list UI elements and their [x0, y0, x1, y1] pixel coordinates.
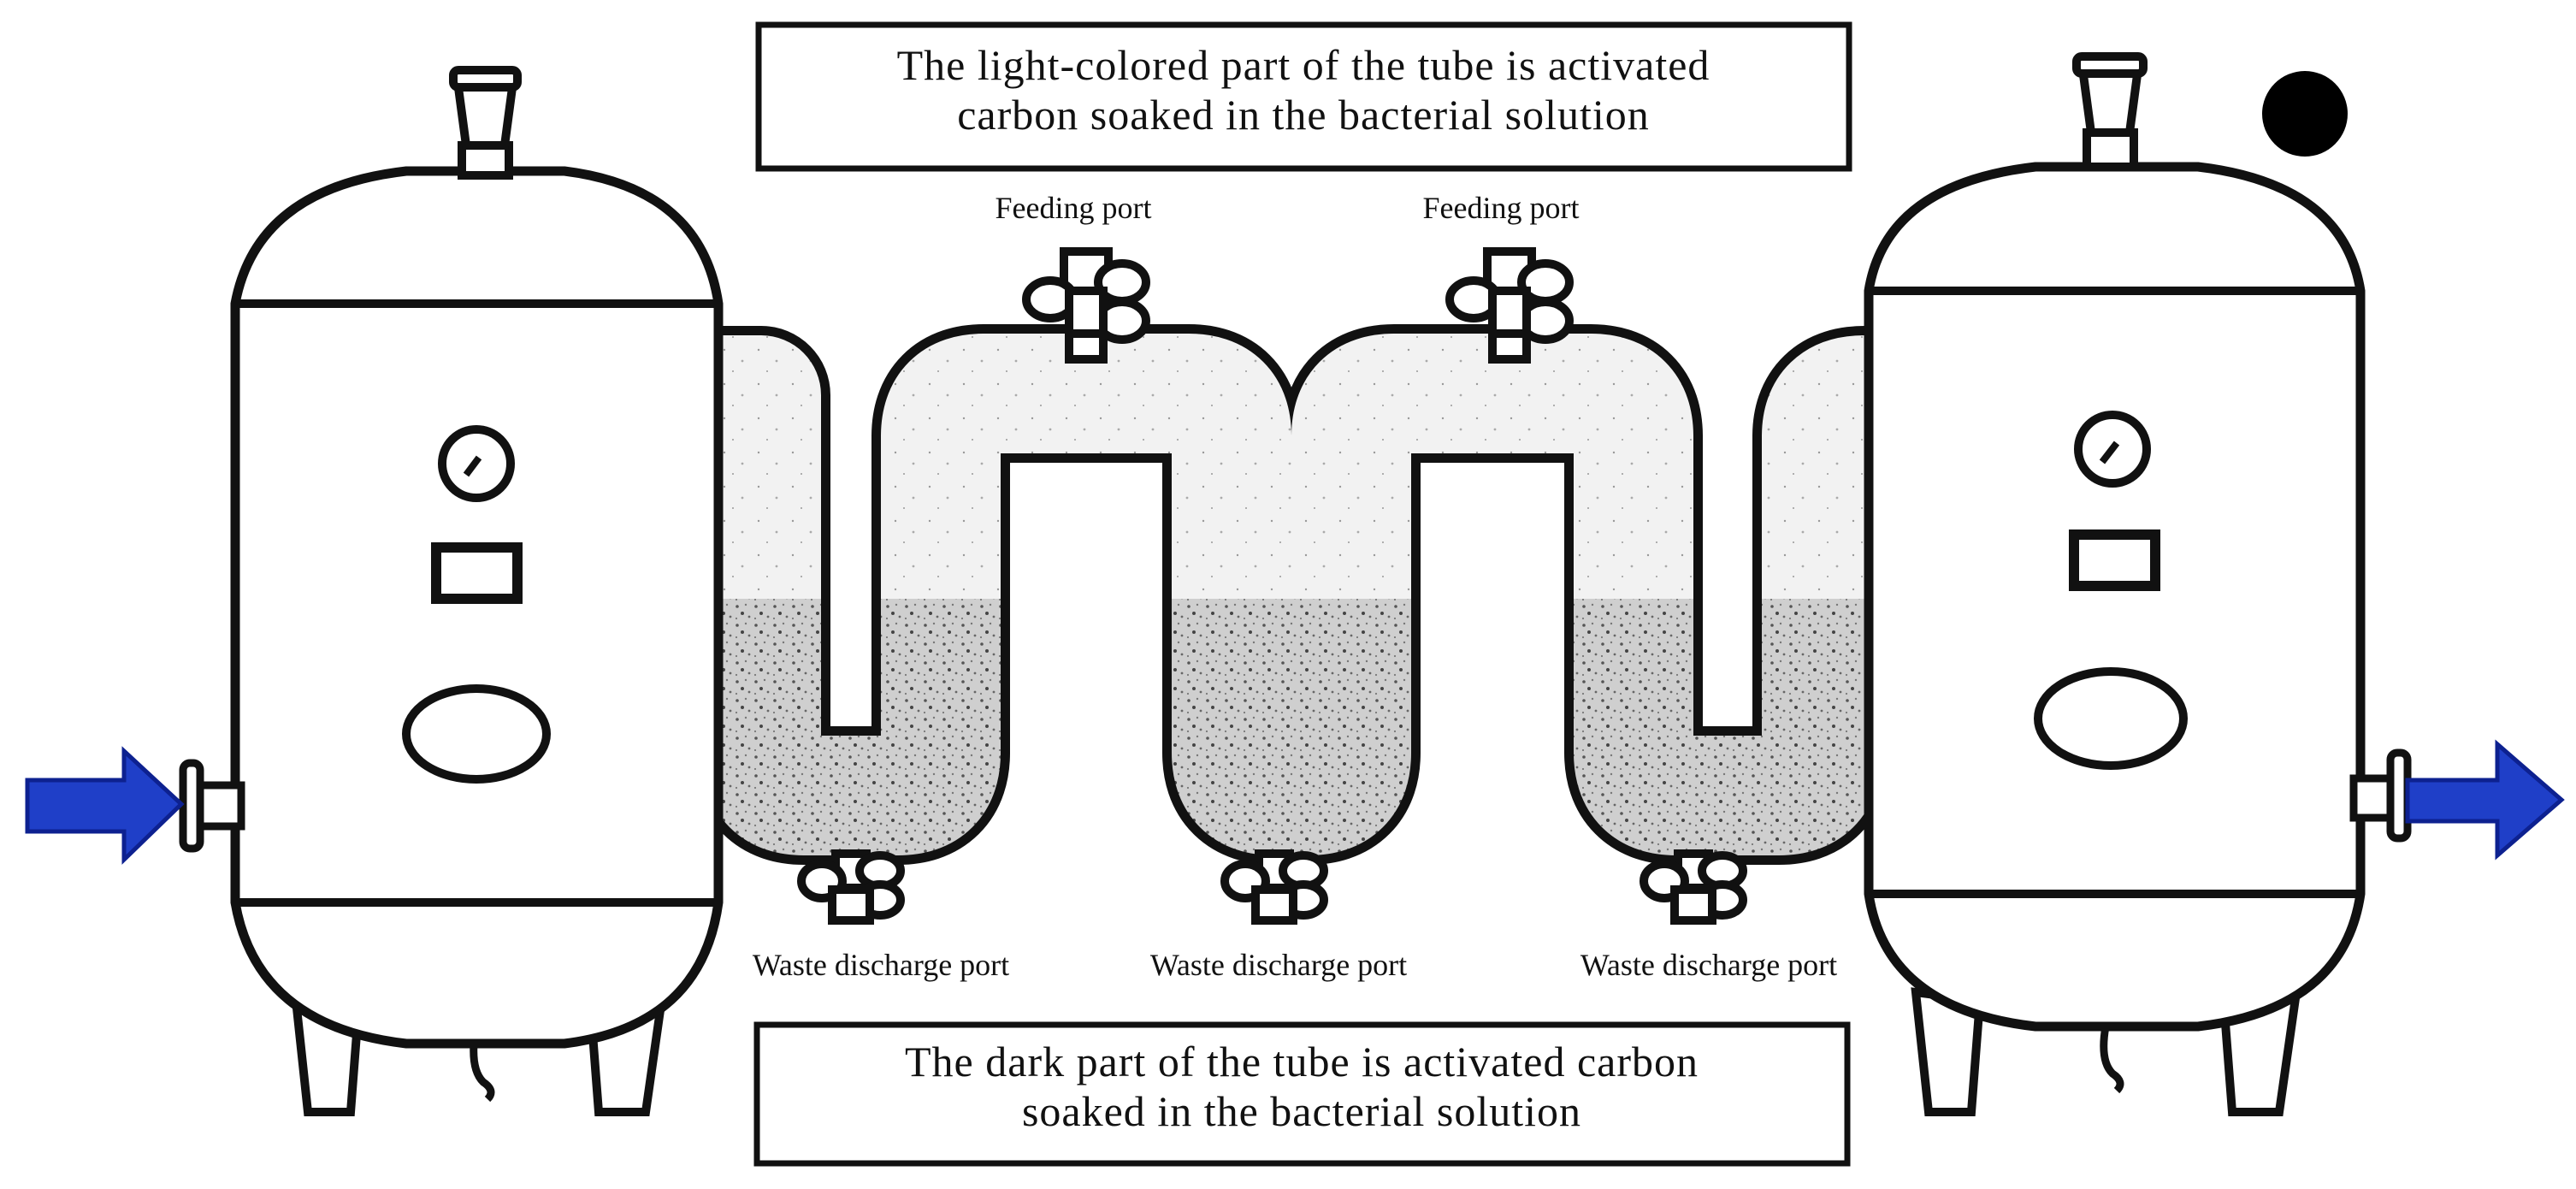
- right-tank: [1864, 52, 2412, 1116]
- feeding-port-valve-1[interactable]: [1022, 247, 1150, 364]
- safety-valve-icon: [2077, 64, 2143, 137]
- waste-port-valve-3[interactable]: [1640, 849, 1747, 925]
- bottom-note-line-1: The dark part of the tube is activated c…: [905, 1038, 1699, 1085]
- top-note-line-1: The light-colored part of the tube is ac…: [897, 41, 1710, 89]
- dark-carbon-section: [701, 599, 1882, 855]
- inlet-arrow-icon: [25, 746, 185, 865]
- top-note-box: [755, 21, 1852, 172]
- left-tank: [179, 66, 724, 1116]
- waste-port-label-1: Waste discharge port: [753, 948, 1009, 982]
- waste-port-valve-2[interactable]: [1220, 849, 1328, 925]
- bottom-note-line-2: soaked in the bacterial solution: [1022, 1087, 1581, 1135]
- marker-dot: [2262, 71, 2348, 157]
- manhole: [2034, 667, 2188, 770]
- feeding-port-valve-2[interactable]: [1445, 247, 1574, 364]
- top-note-line-2: carbon soaked in the bacterial solution: [957, 91, 1650, 139]
- nameplate: [2069, 529, 2160, 591]
- drain-valve: [2100, 1026, 2124, 1094]
- serpentine-pipe: [692, 324, 1934, 865]
- waste-port-valve-1[interactable]: [797, 849, 905, 925]
- bottom-note-box: [753, 1021, 1851, 1167]
- waste-port-label-3: Waste discharge port: [1580, 948, 1837, 982]
- manhole: [402, 684, 551, 784]
- feeding-port-label-1: Feeding port: [996, 191, 1152, 225]
- nameplate: [431, 542, 523, 604]
- feeding-port-label-2: Feeding port: [1423, 191, 1580, 225]
- waste-port-label-2: Waste discharge port: [1150, 948, 1407, 982]
- outlet-arrow-icon: [2405, 739, 2565, 861]
- drain-valve: [470, 1034, 495, 1103]
